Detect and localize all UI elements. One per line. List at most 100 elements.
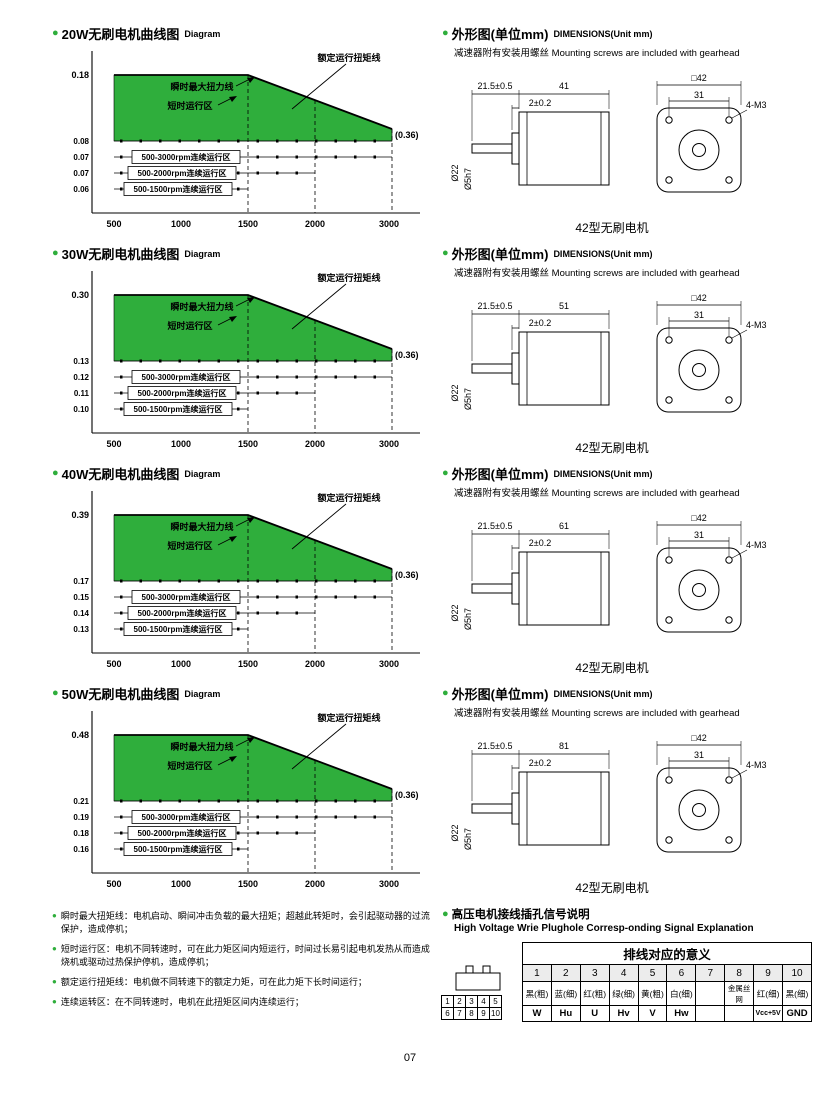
green-bullet-icon: ● xyxy=(52,997,57,1007)
mounting-note-en: Mounting screws are included with gearhe… xyxy=(551,48,740,59)
y-axis-label: 0.07 xyxy=(73,169,89,178)
pins-cell: 8 xyxy=(724,964,755,982)
chart-block: ● 40W无刷电机曲线图 Diagram 500-3000rpm连续运行区 50… xyxy=(52,464,430,684)
operating-zone-area xyxy=(113,514,393,582)
connector-pin: 10 xyxy=(489,1007,502,1020)
chart-title-row: ● 30W无刷电机曲线图 Diagram xyxy=(52,244,430,263)
band-label: 500-3000rpm连续运行区 xyxy=(142,152,231,162)
dimension-drawing: 21.5±0.5 41 2±0.2 Ø22 Ø5h7 xyxy=(450,73,767,193)
note-item: ● 短时运行区：电机不同转速时，可在此力矩区间内短运行，时间过长易引起电机发热从… xyxy=(52,943,430,969)
mounting-note: 减速器附有安装用螺丝 Mounting screws are included … xyxy=(454,485,812,499)
signals-cell: GND xyxy=(782,1005,812,1022)
mounting-note-cn: 减速器附有安装用螺丝 xyxy=(454,708,550,719)
dim-body-length: 41 xyxy=(559,81,569,91)
dimension-title-en: DIMENSIONS(Unit mm) xyxy=(553,468,653,479)
signals-cell: Hv xyxy=(608,1005,639,1022)
signals-cell: W xyxy=(522,1005,552,1022)
y-axis-label: 0.13 xyxy=(73,625,89,634)
dim-step: 2±0.2 xyxy=(529,758,551,768)
pins-cell: 10 xyxy=(782,964,812,982)
rated-line-annotation: 额定运行扭矩线 xyxy=(317,712,380,723)
y-axis-label: 0.10 xyxy=(73,405,89,414)
plug-icon xyxy=(455,965,501,991)
front-view-dim-lines xyxy=(656,521,748,559)
x-tick: 3000 xyxy=(379,659,399,669)
note-text: 瞬时最大扭矩线：电机启动、瞬间冲击负载的最大扭矩；超越此转矩时，会引起驱动器的过… xyxy=(60,911,430,935)
motor-front-view xyxy=(656,107,742,193)
pins-cell: 6 xyxy=(666,964,697,982)
dimension-title-en: DIMENSIONS(Unit mm) xyxy=(553,28,653,39)
y-axis-label: 0.13 xyxy=(73,357,89,366)
x-tick: 1000 xyxy=(171,439,191,449)
x-tick: 1000 xyxy=(171,219,191,229)
wires-cell: 红(细) xyxy=(753,981,784,1006)
band-label: 500-1500rpm连续运行区 xyxy=(134,404,223,414)
torque-curve-chart: 500-3000rpm连续运行区 500-2000rpm连续运行区 500-15… xyxy=(71,271,420,449)
y-axis-label: 0.15 xyxy=(73,593,89,602)
wires-cell: 红(粗) xyxy=(579,981,610,1006)
x-tick: 1000 xyxy=(171,659,191,669)
dim-mounting-holes: 4-M3 xyxy=(746,540,767,550)
wires-cell: 白(细) xyxy=(666,981,697,1006)
dim-step: 2±0.2 xyxy=(529,538,551,548)
mounting-note: 减速器附有安装用螺丝 Mounting screws are included … xyxy=(454,265,812,279)
chart-title: 50W无刷电机曲线图 xyxy=(61,687,180,702)
band-label: 500-2000rpm连续运行区 xyxy=(138,388,227,398)
y-axis-label: 0.06 xyxy=(73,185,89,194)
dim-hole-pitch: 31 xyxy=(694,530,704,540)
motor-type-caption: 42型无刷电机 xyxy=(575,881,649,895)
green-bullet-icon: ● xyxy=(52,27,59,39)
dimension-title: 外形图(单位mm) xyxy=(451,27,549,42)
mounting-note-cn: 减速器附有安装用螺丝 xyxy=(454,488,550,499)
side-view-dim-lines xyxy=(471,310,610,361)
signal-section: ● 高压电机接线插孔信号说明 High Voltage Wrie Plughol… xyxy=(441,906,812,1022)
mounting-note-cn: 减速器附有安装用螺丝 xyxy=(454,48,550,59)
x-tick: 2000 xyxy=(305,219,325,229)
dimension-block: ● 外形图(单位mm) DIMENSIONS(Unit mm) 减速器附有安装用… xyxy=(442,24,812,244)
dim-dia-body: Ø22 xyxy=(450,384,460,401)
right-value-label: (0.36) xyxy=(395,570,419,580)
mounting-note-en: Mounting screws are included with gearhe… xyxy=(551,708,740,719)
green-bullet-icon: ● xyxy=(442,467,449,479)
wires-cell: 黑(细) xyxy=(782,981,812,1006)
y-axis-label: 0.21 xyxy=(73,797,89,806)
band-label: 500-2000rpm连续运行区 xyxy=(138,168,227,178)
mounting-note-cn: 减速器附有安装用螺丝 xyxy=(454,268,550,279)
chart-title: 20W无刷电机曲线图 xyxy=(61,27,180,42)
max-torque-line-annotation: 瞬时最大扭力线 xyxy=(170,301,233,312)
dim-mounting-holes: 4-M3 xyxy=(746,100,767,110)
band-label: 500-1500rpm连续运行区 xyxy=(134,184,223,194)
table-title-row: 排线对应的意义 xyxy=(522,942,812,965)
side-view-dim-lines xyxy=(471,750,610,801)
dim-mounting-holes: 4-M3 xyxy=(746,320,767,330)
pins-cell: 3 xyxy=(579,964,610,982)
y-axis-peak-label: 0.30 xyxy=(71,290,89,300)
dim-step: 2±0.2 xyxy=(529,98,551,108)
dimension-title-row: ● 外形图(单位mm) DIMENSIONS(Unit mm) xyxy=(442,464,812,483)
x-tick: 500 xyxy=(106,439,121,449)
green-bullet-icon: ● xyxy=(442,27,449,39)
notes-section: ● 瞬时最大扭矩线：电机启动、瞬间冲击负载的最大扭矩；超越此转矩时，会引起驱动器… xyxy=(52,910,430,1009)
wires-cell: 黄(粗) xyxy=(637,981,668,1006)
right-value-label: (0.36) xyxy=(395,350,419,360)
band-label: 500-2000rpm连续运行区 xyxy=(138,608,227,618)
green-bullet-icon: ● xyxy=(52,247,59,259)
rated-line-annotation: 额定运行扭矩线 xyxy=(317,52,380,63)
note-item: ● 连续运转区：在不同转速时，电机在此扭矩区间内连续运行； xyxy=(52,996,430,1009)
note-text: 额定运行扭矩线：电机做不同转速下的额定力矩，可在此力矩下长时间运行； xyxy=(60,977,367,988)
rated-line-annotation: 额定运行扭矩线 xyxy=(317,272,380,283)
dim-dia-shaft: Ø5h7 xyxy=(463,388,473,410)
dim-dia-body: Ø22 xyxy=(450,604,460,621)
short-zone-annotation: 短时运行区 xyxy=(167,540,212,551)
chart-title-en: Diagram xyxy=(184,468,221,479)
motor-side-view xyxy=(471,771,610,846)
short-zone-annotation: 短时运行区 xyxy=(167,320,212,331)
band-label: 500-3000rpm连续运行区 xyxy=(142,372,231,382)
y-axis-label: 0.14 xyxy=(73,609,89,618)
dim-dia-body: Ø22 xyxy=(450,824,460,841)
dim-dia-body: Ø22 xyxy=(450,164,460,181)
motor-front-view xyxy=(656,547,742,633)
signals-cell: Hw xyxy=(666,1005,697,1022)
torque-curve-chart: 500-3000rpm连续运行区 500-2000rpm连续运行区 500-15… xyxy=(71,491,420,669)
